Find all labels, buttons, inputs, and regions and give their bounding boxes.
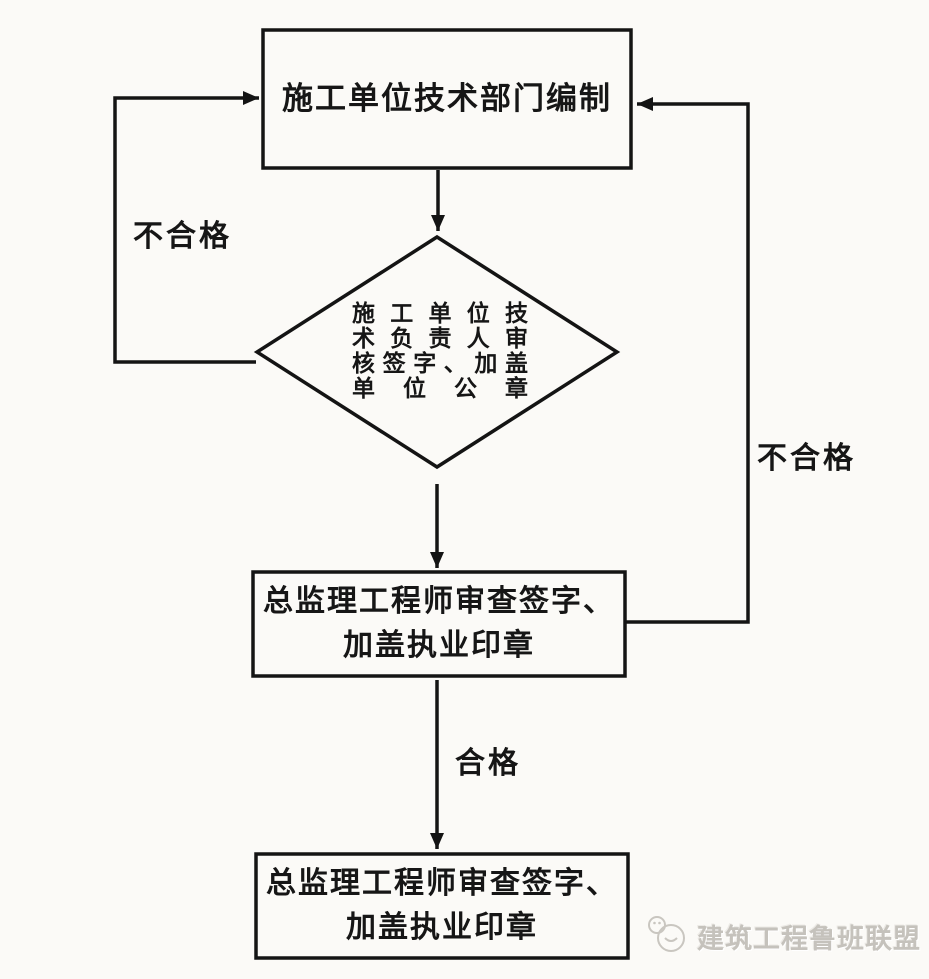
decision-diamond bbox=[253, 234, 621, 470]
watermark-text: 建筑工程鲁班联盟 bbox=[697, 923, 921, 954]
luban-mascot-icon bbox=[648, 916, 685, 952]
final-review-line-1: 总监理工程师审查签字、 bbox=[266, 867, 618, 900]
chief-engineer-review-line-1: 总监理工程师审查签字、 bbox=[263, 585, 615, 618]
decision-diamond-text: 施工单位技 术负责人审 核签字、加盖 单位公章 bbox=[352, 301, 528, 401]
final-review-label: 总监理工程师审查签字、 加盖执业印章 bbox=[256, 854, 628, 958]
decision-line-2: 术负责人审 bbox=[352, 326, 528, 351]
fail-label-left: 不合格 bbox=[133, 220, 232, 253]
final-review-line-2: 加盖执业印章 bbox=[346, 911, 538, 944]
right-fail-feedback-line bbox=[625, 97, 750, 624]
top-process-box bbox=[261, 28, 633, 170]
top-process-label: 施工单位技术部门编制 bbox=[282, 81, 612, 116]
decision-line-4: 单位公章 bbox=[352, 376, 528, 401]
watermark: 建筑工程鲁班联盟 bbox=[645, 914, 921, 958]
chief-engineer-review-line-2: 加盖执业印章 bbox=[343, 629, 535, 662]
final-review-box bbox=[254, 852, 630, 960]
left-fail-feedback-line bbox=[113, 91, 259, 364]
decision-line-3: 核签字、加盖 bbox=[352, 351, 528, 376]
chief-engineer-review-box bbox=[251, 570, 627, 678]
fail-label-right: 不合格 bbox=[757, 442, 856, 475]
decision-line-1: 施工单位技 bbox=[352, 301, 528, 326]
chief-engineer-review-label: 总监理工程师审查签字、 加盖执业印章 bbox=[253, 572, 625, 676]
pass-label: 合格 bbox=[455, 747, 521, 780]
